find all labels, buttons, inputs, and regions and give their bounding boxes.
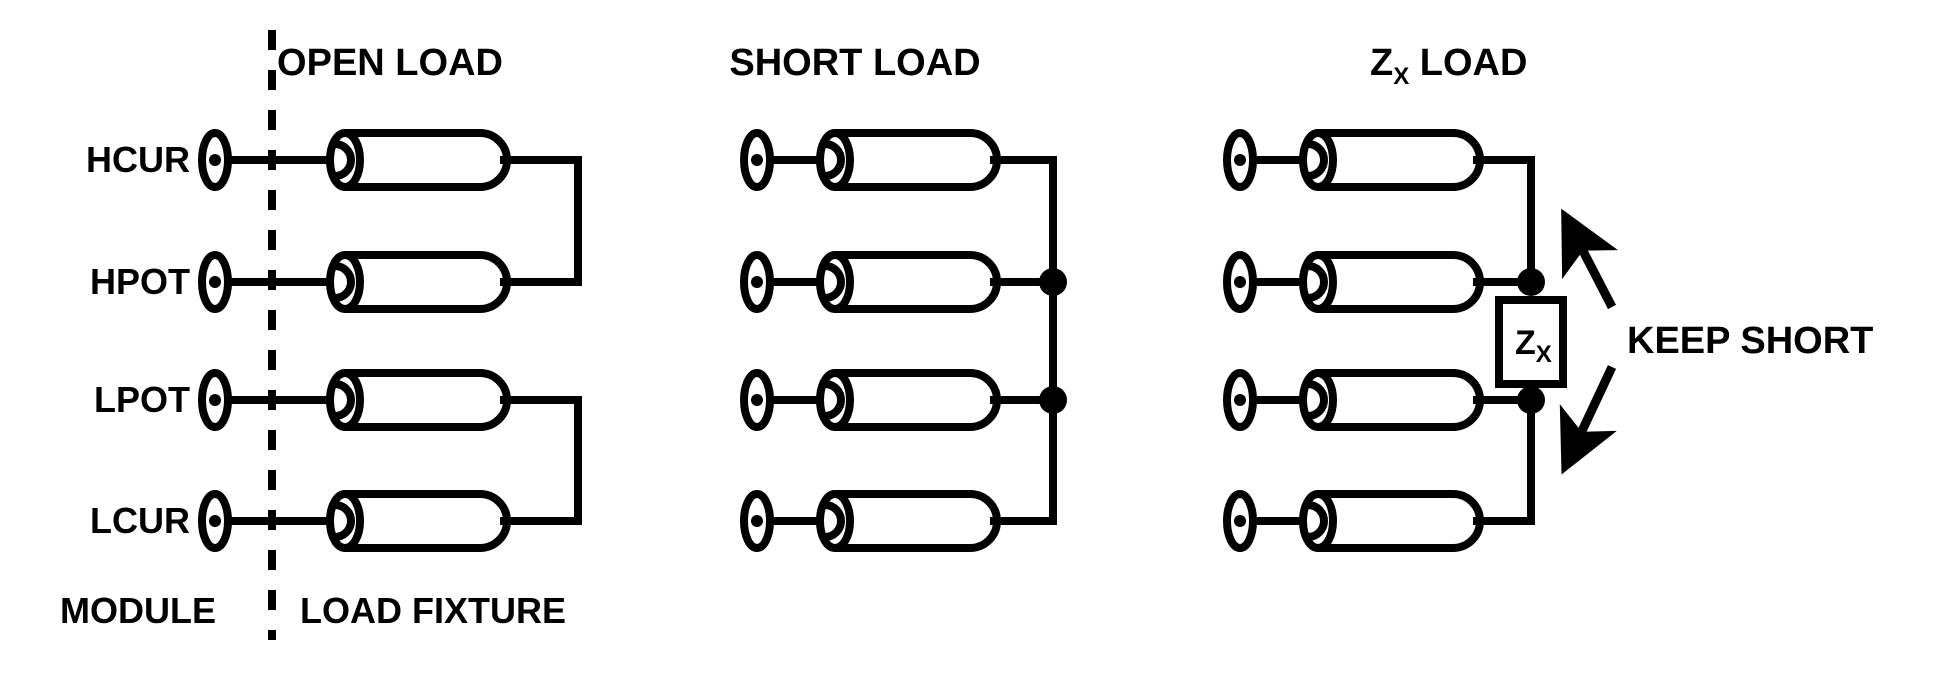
cable-connector-lcur-open [330,494,360,548]
zx-load-row-hpot [1227,251,1531,313]
short-load-group [744,129,1067,552]
cable-body-lpot-open [341,369,511,431]
cable-connector-hcur-open [330,133,360,187]
open-load-row-lcur [202,490,578,552]
short-load-row-hcur [744,129,1053,191]
cable-connector-hcur-zx [1303,133,1333,187]
zx-box-label-main: Z [1515,324,1536,362]
column-title-open-load: OPEN LOAD [277,42,503,84]
cable-connector-hcur-short [820,133,850,187]
module-jack-lpot-open [202,373,228,427]
keep-short-annotation: KEEP SHORT [1559,208,1873,475]
cable-body-lpot-short [831,369,1001,431]
junction-dot-lpot-short [1039,386,1067,414]
module-jack-hpot-zx [1227,255,1253,309]
cable-body-hpot-zx [1314,251,1484,313]
cable-connector-hpot-zx [1303,255,1333,309]
module-jack-hcur-short [744,133,770,187]
svg-text:ZX LOAD: ZX LOAD [1370,42,1527,90]
zx-box-label-sub: X [1536,341,1552,368]
zx-title-rest: LOAD [1409,42,1527,84]
row-label-lpot: LPOT [94,379,190,420]
row-label-hpot: HPOT [90,261,190,302]
cable-body-hcur-zx [1314,129,1484,191]
cable-body-hpot-short [831,251,1001,313]
cable-connector-hpot-open [330,255,360,309]
cable-connector-lpot-open [330,373,360,427]
zx-title-sub: X [1393,63,1409,90]
module-jack-lpot-zx [1227,373,1253,427]
junction-dot-hpot-short [1039,268,1067,296]
module-jack-hcur-open [202,133,228,187]
column-title-short-load: SHORT LOAD [729,42,980,84]
junction-dot-zx-bottom [1517,386,1545,414]
column-title-zx-load: ZX LOAD [1370,42,1527,90]
open-load-row-hcur [202,129,578,191]
short-load-row-hpot [744,251,1053,313]
module-jack-hcur-zx [1227,133,1253,187]
module-jack-lcur-short [744,494,770,548]
cable-connector-lpot-short [820,373,850,427]
module-jack-hpot-open [202,255,228,309]
zx-impedance-box [1495,296,1567,388]
row-label-hcur: HCUR [86,139,190,180]
cable-body-lpot-zx [1314,369,1484,431]
junction-dot-zx-top [1517,268,1545,296]
short-load-row-lcur [744,490,1053,552]
keep-short-arrow-lower [1559,365,1617,475]
zx-load-row-hcur [1227,129,1531,191]
row-label-lcur: LCUR [90,500,190,541]
short-load-row-lpot [744,369,1053,431]
cable-body-lcur-zx [1314,490,1484,552]
module-jack-hpot-short [744,255,770,309]
cable-connector-lcur-zx [1303,494,1333,548]
zx-load-group: ZX [1227,129,1567,552]
open-load-group [202,129,582,552]
keep-short-label: KEEP SHORT [1627,320,1873,362]
zx-title-main: Z [1370,42,1393,84]
zone-label-load-fixture: LOAD FIXTURE [300,590,566,631]
cable-body-hcur-short [831,129,1001,191]
zx-load-row-lpot [1227,369,1531,431]
module-jack-lpot-short [744,373,770,427]
module-jack-lcur-open [202,494,228,548]
cable-body-hcur-open [341,129,511,191]
module-jack-lcur-zx [1227,494,1253,548]
cable-connector-lpot-zx [1303,373,1333,427]
zx-load-row-lcur [1227,490,1531,552]
cable-body-lcur-open [341,490,511,552]
open-load-row-hpot [202,251,578,313]
cable-body-lcur-short [831,490,1001,552]
open-load-row-lpot [202,369,578,431]
cable-body-hpot-open [341,251,511,313]
zx-impedance-box-label: ZX [1515,324,1552,368]
zone-label-module: MODULE [60,590,216,631]
cable-connector-hpot-short [820,255,850,309]
cable-connector-lcur-short [820,494,850,548]
keep-short-arrow-upper [1561,208,1619,310]
